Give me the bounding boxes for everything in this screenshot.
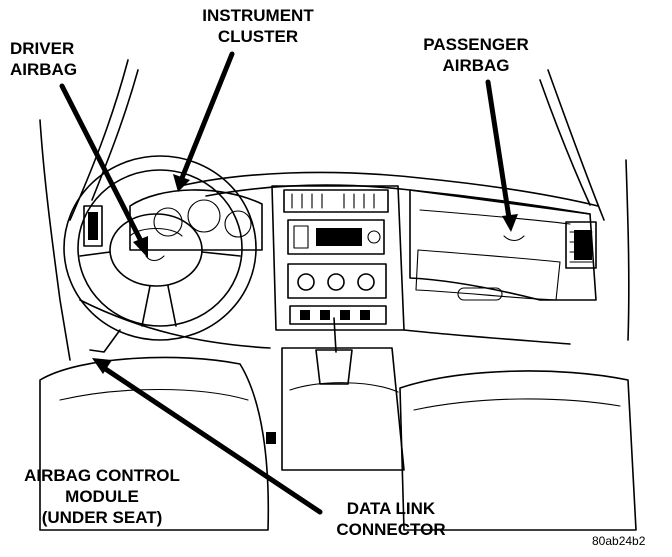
switch-panel: [289, 305, 387, 325]
arrow-data-link-connector: [101, 365, 323, 515]
data-link-connector-label-line2: CONNECTOR: [336, 520, 446, 539]
arrowhead-data-link-connector: [92, 358, 112, 374]
steering-column: [89, 329, 121, 353]
left-vent-opening: [88, 212, 98, 240]
airbag-control-module-label: AIRBAG CONTROL MODULE (UNDER SEAT): [2, 465, 202, 528]
climate-controls: [287, 263, 387, 299]
data-link-connector-label: DATA LINK CONNECTOR: [316, 498, 466, 540]
dashboard-top: [179, 171, 599, 207]
driver-seat: [39, 356, 270, 531]
arrow-instrument-cluster: [179, 51, 235, 181]
radio-knob-left: [293, 225, 309, 249]
data-link-connector-label-line1: DATA LINK: [346, 499, 436, 518]
instrument-cluster-label-line1: INSTRUMENT: [202, 6, 314, 25]
airbag-control-module-label-line3: (UNDER SEAT): [41, 508, 163, 527]
airbag-door-seam: [419, 209, 571, 225]
driver-airbag-pointer-squiggle: [145, 255, 165, 262]
right-air-vent: [565, 221, 597, 269]
driver-airbag-label: DRIVER AIRBAG: [10, 38, 77, 80]
switch-3: [340, 310, 350, 320]
steering-spoke-bottom: [141, 285, 177, 327]
steering-spoke-right: [201, 251, 241, 257]
shift-lever: [333, 317, 337, 353]
center-vent-louvers: [291, 193, 375, 209]
switch-4: [360, 310, 370, 320]
radio-display: [316, 228, 362, 246]
driver-airbag-label-line2: AIRBAG: [10, 60, 78, 79]
left-a-pillar: [69, 59, 129, 221]
console-latch: [266, 432, 276, 444]
climate-knob-right: [357, 273, 375, 291]
switch-2: [320, 310, 330, 320]
driver-seat-seam: [59, 388, 249, 401]
right-a-pillar-inner: [539, 79, 591, 206]
climate-knob-left: [297, 273, 315, 291]
lower-dash-right: [403, 329, 571, 345]
passenger-dash-panel: [409, 189, 597, 301]
passenger-airbag-label: PASSENGER AIRBAG: [396, 34, 556, 76]
arrowhead-driver-airbag: [133, 236, 148, 258]
left-a-pillar-inner: [91, 69, 139, 201]
steering-wheel-hub: [109, 213, 203, 287]
arrowhead-passenger-airbag: [502, 214, 518, 232]
right-vent-opening: [574, 230, 592, 260]
passenger-airbag-pointer-squiggle: [503, 235, 525, 242]
airbag-control-module-label-line1: AIRBAG CONTROL: [24, 466, 180, 485]
figure-reference-code: 80ab24b2: [592, 534, 646, 548]
lower-dash-left: [79, 299, 271, 349]
driver-airbag-cover: [129, 227, 183, 237]
instrument-cluster-hood: [129, 189, 263, 251]
passenger-airbag-label-line1: PASSENGER: [423, 35, 529, 54]
radio-knob-right: [367, 230, 381, 244]
driver-airbag-label-line1: DRIVER: [10, 39, 75, 58]
instrument-cluster-label-line2: CLUSTER: [217, 27, 299, 46]
passenger-seat: [399, 370, 637, 531]
airbag-control-module-label-line2: MODULE: [65, 487, 139, 506]
center-vents: [283, 189, 389, 213]
arrow-passenger-airbag: [485, 79, 512, 221]
climate-knob-center: [327, 273, 345, 291]
steering-wheel-rim-inner: [77, 169, 243, 327]
instrument-cluster-label: INSTRUMENT CLUSTER: [178, 5, 338, 47]
passenger-seat-seam: [413, 398, 621, 411]
radio-unit: [287, 219, 385, 255]
arrowhead-instrument-cluster: [173, 174, 190, 192]
right-door-frame: [625, 159, 630, 341]
steering-spoke-left: [79, 251, 111, 257]
callout-arrows: [59, 51, 525, 515]
armrest: [289, 382, 399, 393]
glovebox-handle: [457, 287, 503, 301]
passenger-airbag-label-line2: AIRBAG: [442, 56, 510, 75]
center-console: [281, 347, 405, 471]
left-air-vent: [83, 205, 103, 247]
glovebox: [415, 249, 561, 301]
arrow-driver-airbag: [59, 83, 146, 248]
right-a-pillar: [547, 69, 605, 221]
gauge-left: [153, 207, 183, 237]
shifter-boot: [315, 349, 353, 385]
steering-wheel-rim: [63, 155, 257, 341]
gauge-right: [224, 210, 252, 238]
gauge-center: [187, 199, 221, 233]
switch-1: [300, 310, 310, 320]
left-door-frame: [39, 119, 71, 361]
